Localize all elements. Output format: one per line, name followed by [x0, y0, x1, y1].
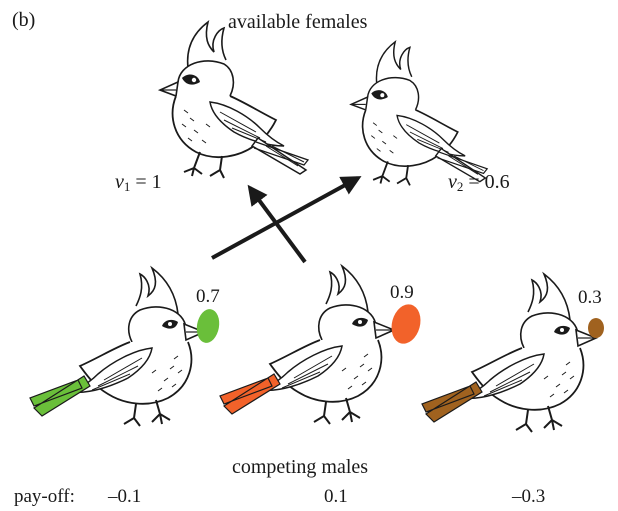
payoff-label: pay-off: [14, 486, 75, 507]
female-2-value: v2 = 0.6 [448, 171, 510, 194]
females-title: available females [228, 11, 368, 33]
male-2-payoff: 0.1 [324, 486, 348, 507]
male-bird-1 [29, 267, 220, 427]
male-3-signal-value: 0.3 [578, 287, 602, 308]
female-bird-1 [159, 21, 309, 179]
male-bird-1-signal [196, 309, 220, 343]
panel-label: (b) [12, 9, 36, 31]
male-2-signal-value: 0.9 [390, 282, 414, 303]
male-bird-3-signal [588, 318, 604, 338]
male-bird-2-tail [219, 373, 281, 415]
male-3-payoff: –0.3 [512, 486, 546, 507]
male-bird-2 [219, 265, 421, 425]
male-bird-3-tail [421, 381, 483, 423]
male-bird-3 [421, 273, 604, 433]
male-bird-1-tail [29, 375, 91, 417]
male-1-payoff: –0.1 [108, 486, 142, 507]
arrow-to-female-2 [211, 176, 362, 260]
males-title: competing males [232, 456, 369, 478]
male-1-signal-value: 0.7 [196, 286, 220, 307]
male-bird-2-signal [391, 304, 421, 344]
arrow-to-female-1 [247, 184, 307, 264]
female-1-value: v1 = 1 [115, 171, 162, 194]
female-bird-2 [350, 40, 489, 187]
